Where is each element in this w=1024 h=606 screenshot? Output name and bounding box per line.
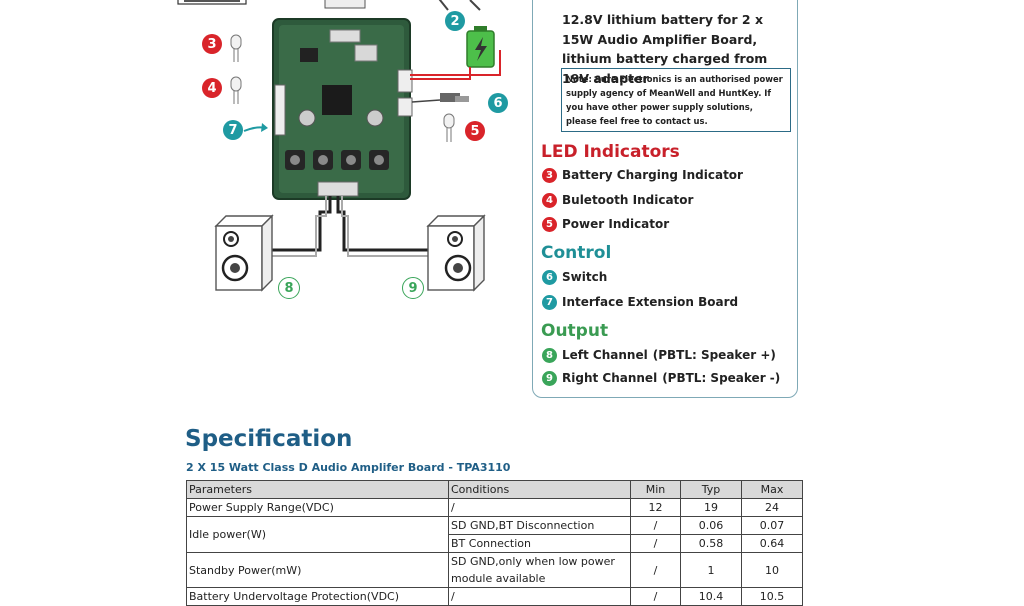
num-7-icon: 7 <box>542 294 557 310</box>
num-8-icon: 8 <box>542 347 557 363</box>
callout-8: 8 <box>278 277 300 299</box>
led-item-label: Buletooth Indicator <box>562 193 694 207</box>
cell-max: 10 <box>741 552 803 588</box>
control-item-switch: 6 Switch <box>542 268 607 286</box>
output-item-note: (PBTL: Speaker -) <box>662 371 781 385</box>
board-diagram: 2 3 4 5 6 7 8 9 <box>0 0 530 400</box>
cell-min: / <box>630 552 681 588</box>
control-item-label: Switch <box>562 270 608 284</box>
cell-typ: 0.06 <box>680 516 742 535</box>
header-parameters: Parameters <box>186 480 449 499</box>
cell-param: Power Supply Range(VDC) <box>186 498 449 517</box>
callout-5: 5 <box>465 121 485 141</box>
switch-icon <box>411 93 469 103</box>
table-row: BT Connection / 0.58 0.64 <box>187 534 803 553</box>
output-heading: Output <box>541 321 609 341</box>
num-6-icon: 6 <box>542 269 557 285</box>
cell-cond: SD GND,BT Disconnection <box>448 516 631 535</box>
table-row: Standby Power(mW) SD GND,only when low p… <box>186 552 803 588</box>
num-9-icon: 9 <box>542 370 557 386</box>
led-item-power: 5 Power Indicator <box>542 215 669 233</box>
callout-9: 9 <box>402 277 424 299</box>
cell-max: 0.64 <box>741 534 803 553</box>
callout-4: 4 <box>202 78 222 98</box>
control-item-label: Interface Extension Board <box>562 295 739 309</box>
cell-min: / <box>630 587 681 606</box>
cell-max: 24 <box>741 498 803 517</box>
output-item-note: (PBTL: Speaker +) <box>652 348 776 362</box>
legend-panel <box>532 0 798 398</box>
wiring-diagram <box>177 0 501 292</box>
table-row: Battery Undervoltage Protection(VDC) / /… <box>186 587 803 606</box>
cell-typ: 19 <box>680 498 742 517</box>
cell-cond: SD GND,only when low power module availa… <box>448 552 631 588</box>
header-typ: Typ <box>680 480 742 499</box>
cell-typ: 1 <box>680 552 742 588</box>
header-min: Min <box>630 480 681 499</box>
table-header-row: Parameters Conditions Min Typ Max <box>186 480 803 499</box>
spec-subtitle: 2 X 15 Watt Class D Audio Amplifer Board… <box>186 461 511 474</box>
cell-param: Battery Undervoltage Protection(VDC) <box>186 587 449 606</box>
led-5-icon <box>443 113 455 142</box>
callout-6: 6 <box>488 93 508 113</box>
led-item-bluetooth: 4 Buletooth Indicator <box>542 191 693 209</box>
cell-cond: / <box>448 498 631 517</box>
power-supply-note: Note: Sure Electronics is an authorised … <box>561 68 791 132</box>
led-item-label: Power Indicator <box>562 217 670 231</box>
led-4-icon <box>230 76 242 104</box>
output-item-label: Left Channel <box>562 348 648 362</box>
battery-description: 12.8V lithium battery for 2 x 15W Audio … <box>562 12 768 86</box>
table-row: Idle power(W) SD GND,BT Disconnection / … <box>186 516 803 553</box>
num-5-icon: 5 <box>542 216 557 232</box>
amplifier-board <box>272 18 413 200</box>
num-3-icon: 3 <box>542 167 557 183</box>
control-item-interface-board: 7 Interface Extension Board <box>542 293 738 311</box>
header-max: Max <box>741 480 803 499</box>
led-item-label: Battery Charging Indicator <box>562 168 743 182</box>
battery-icon <box>466 26 495 68</box>
output-item-left: 8 Left Channel (PBTL: Speaker +) <box>542 346 776 364</box>
control-heading: Control <box>541 243 612 263</box>
cell-min: / <box>630 534 681 553</box>
led-3-icon <box>230 34 242 62</box>
cell-max: 10.5 <box>741 587 803 606</box>
cell-min: 12 <box>630 498 681 517</box>
output-item-label: Right Channel <box>562 371 658 385</box>
output-item-right: 9 Right Channel (PBTL: Speaker -) <box>542 369 780 387</box>
table-row: Power Supply Range(VDC) / 12 19 24 <box>186 498 803 517</box>
cell-typ: 10.4 <box>680 587 742 606</box>
cell-cond: BT Connection <box>448 534 631 553</box>
left-speaker-icon <box>214 214 274 292</box>
cell-min: / <box>630 516 681 535</box>
led-item-battery-charging: 3 Battery Charging Indicator <box>542 166 743 184</box>
spec-title: Specification <box>185 426 353 452</box>
cell-typ: 0.58 <box>680 534 742 553</box>
right-speaker-icon <box>426 214 486 292</box>
led-indicators-heading: LED Indicators <box>541 142 680 162</box>
cell-cond: / <box>448 587 631 606</box>
callout-7: 7 <box>223 120 243 140</box>
spec-table: Parameters Conditions Min Typ Max Power … <box>186 480 803 606</box>
callout-2: 2 <box>445 11 465 31</box>
cell-param: Idle power(W) <box>186 516 449 553</box>
callout-3: 3 <box>202 34 222 54</box>
cell-param: Standby Power(mW) <box>186 552 449 588</box>
num-4-icon: 4 <box>542 192 557 208</box>
cell-max: 0.07 <box>741 516 803 535</box>
header-conditions: Conditions <box>448 480 631 499</box>
